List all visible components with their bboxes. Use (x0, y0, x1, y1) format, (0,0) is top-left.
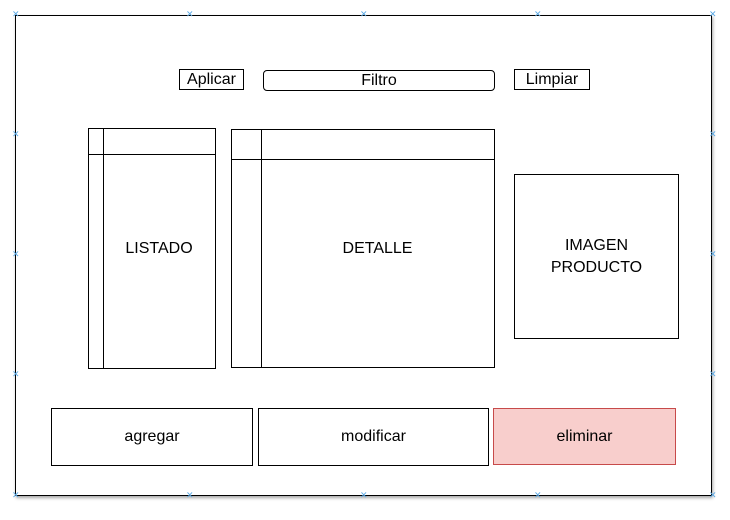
list-table-header-divider (89, 154, 215, 155)
product-image-label-line1: IMAGEN (564, 236, 629, 254)
apply-button-label: Aplicar (187, 70, 236, 88)
filter-input[interactable]: Filtro (263, 70, 495, 91)
list-table[interactable]: LISTADO (88, 128, 216, 369)
list-table-column-divider (103, 129, 104, 368)
list-table-label: LISTADO (125, 240, 193, 257)
modify-button[interactable]: modificar (258, 408, 489, 466)
add-button-label: agregar (124, 428, 180, 445)
filter-input-label: Filtro (361, 71, 397, 89)
apply-button[interactable]: Aplicar (179, 69, 244, 90)
detail-table-header-divider (232, 159, 494, 160)
detail-table-column-divider (261, 130, 262, 367)
clear-button-label: Limpiar (525, 70, 579, 88)
product-image-label-line2: PRODUCTO (550, 258, 643, 276)
delete-button-label: eliminar (556, 427, 613, 445)
detail-table[interactable]: DETALLE (231, 129, 495, 368)
add-button[interactable]: agregar (51, 408, 253, 466)
delete-button[interactable]: eliminar (493, 408, 676, 465)
detail-table-label: DETALLE (342, 240, 413, 257)
modify-button-label: modificar (341, 428, 406, 445)
clear-button[interactable]: Limpiar (514, 69, 590, 90)
product-image-placeholder: IMAGEN PRODUCTO (514, 174, 679, 339)
